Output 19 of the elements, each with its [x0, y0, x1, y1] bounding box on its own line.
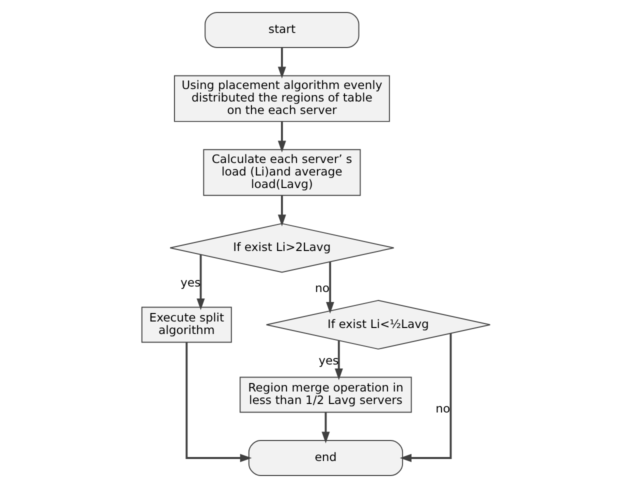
- arrow: [399, 333, 452, 462]
- node-diamond: If exist Li>2Lavg: [169, 223, 394, 273]
- arrow: [326, 262, 334, 314]
- edge-label: yes: [180, 275, 200, 290]
- edge-label: no: [435, 402, 450, 416]
- node-box: end: [248, 440, 403, 476]
- node-box: Execute split algorithm: [140, 306, 232, 343]
- arrow: [185, 342, 252, 462]
- node-box: Using placement algorithm evenly distributed the regions of table on the each server: [173, 75, 390, 122]
- node-box: Calculate each server’ s load (Li)and average load(Lavg): [202, 149, 360, 196]
- arrow: [277, 122, 286, 152]
- arrow: [277, 48, 286, 78]
- arrow: [277, 196, 286, 226]
- node-box: start: [204, 12, 359, 48]
- node-box: Region merge operation in less than 1/2 Lavg servers: [239, 376, 412, 413]
- arrow: [321, 412, 330, 444]
- edge-label: no: [314, 280, 330, 295]
- arrow: [334, 340, 342, 380]
- arrow: [196, 254, 204, 310]
